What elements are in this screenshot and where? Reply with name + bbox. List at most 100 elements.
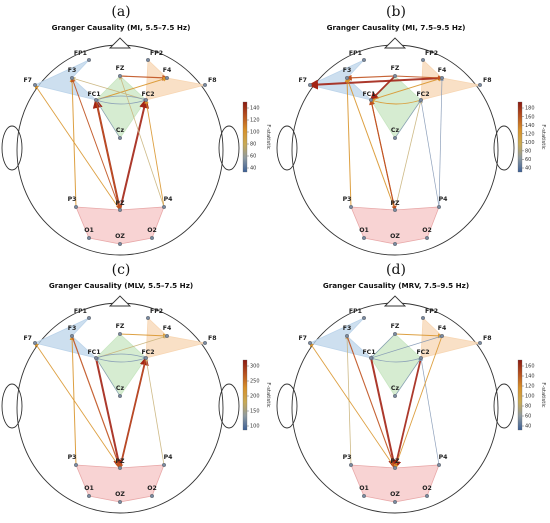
electrode-label-p4: P4 [164, 454, 174, 461]
electrode-f7 [308, 340, 313, 345]
colorbar-tick-label: 250 [250, 379, 260, 385]
edge-FC2-to-FC1 [370, 98, 422, 105]
electrode-fz [117, 73, 122, 78]
colorbar-tick-label: 40 [525, 424, 531, 430]
region-right-frontal [420, 59, 481, 101]
colorbar-tick-label: 60 [525, 157, 531, 163]
edge-F3-to-PZ [346, 335, 397, 470]
electrode-pz [392, 207, 397, 212]
electrode-o2 [424, 235, 429, 240]
colorbar-tick-label: 160 [525, 364, 535, 370]
colorbar-tick-label: 140 [250, 106, 260, 112]
panel-d: (d)Granger Causality (MRV, 7.5–9.5 Hz)FP… [276, 262, 546, 514]
electrode-fp2 [420, 58, 425, 63]
edge-FC2-to-FC1 [95, 99, 147, 105]
electrode-fp2 [145, 58, 150, 63]
electrode-fz [392, 73, 397, 78]
edge-P4-to-F4 [438, 77, 444, 208]
electrode-fc2 [418, 97, 423, 102]
electrode-label-cz: Cz [391, 127, 400, 134]
left-ear [276, 125, 298, 171]
edge-F4-to-F7 [308, 77, 443, 90]
electrode-p4 [436, 204, 441, 209]
colorbar [517, 359, 523, 431]
edge-FC2-to-FC1 [95, 357, 147, 363]
electrode-label-o2: O2 [147, 227, 157, 234]
electrode-oz [117, 241, 122, 246]
edge-FZ-to-F4 [394, 75, 443, 81]
electrode-pz [392, 465, 397, 470]
electrode-p4 [161, 204, 166, 209]
electrode-p4 [436, 462, 441, 467]
edge-FC1-to-FC2 [95, 353, 147, 359]
edge-FC2-to-F3 [71, 76, 147, 101]
electrode-fp1 [86, 58, 91, 63]
region-right-frontal [420, 317, 481, 359]
electrode-p4 [161, 462, 166, 467]
panel-b: (b)Granger Causality (MI, 7.5–9.5 Hz)FP1… [276, 4, 546, 256]
edge-Cz-to-FC2 [394, 357, 422, 397]
colorbar [517, 101, 523, 173]
electrode-fc1 [368, 355, 373, 360]
electrode-label-f7: F7 [298, 77, 307, 84]
electrode-oz [392, 241, 397, 246]
edge-PZ-to-FC2 [394, 99, 423, 211]
electrode-label-fc2: FC2 [141, 349, 154, 356]
colorbar-tick-label: 160 [525, 114, 535, 120]
colorbar-tick-label: 80 [250, 142, 256, 148]
electrode-label-o1: O1 [84, 227, 94, 234]
electrode-label-f3: F3 [68, 67, 77, 74]
colorbar-tick-label: 80 [525, 404, 531, 410]
electrode-label-cz: Cz [116, 385, 125, 392]
edge-FZ-to-F3 [345, 74, 396, 81]
panel-letter: (c) [112, 262, 131, 278]
electrode-label-p4: P4 [439, 454, 449, 461]
electrode-cz [392, 393, 397, 398]
electrode-f4 [439, 75, 444, 80]
electrode-fc1 [93, 355, 98, 360]
edge-P4-to-FC2 [144, 99, 165, 208]
colorbar-tick-label: 100 [525, 140, 535, 146]
electrode-label-pz: PZ [115, 458, 125, 465]
electrode-cz [117, 393, 122, 398]
edge-F3-to-PZ [71, 335, 122, 470]
edge-FC1-to-PZ [370, 99, 397, 211]
edge-FC2-to-PZ [392, 357, 422, 470]
electrode-pz [117, 465, 122, 470]
electrode-f3 [69, 333, 74, 338]
colorbar-tick-label: 300 [250, 364, 260, 370]
edge-Cz-to-FC2 [394, 99, 422, 139]
colorbar-tick-label: 40 [525, 166, 531, 172]
electrode-label-oz: OZ [115, 491, 125, 498]
electrode-oz [117, 499, 122, 504]
left-ear [276, 383, 298, 429]
edge-PZ-to-F7 [34, 342, 121, 469]
electrode-label-fp1: FP1 [74, 308, 87, 315]
region-right-frontal [145, 317, 206, 359]
panel-a: (a)Granger Causality (MI, 5.5–7.5 Hz)FP1… [1, 4, 271, 256]
edge-Cz-to-FC1 [95, 99, 121, 139]
right-ear [493, 125, 515, 171]
electrode-label-cz: Cz [116, 127, 125, 134]
electrode-fp2 [420, 316, 425, 321]
edge-FC2-to-PZ [118, 357, 147, 469]
electrode-o2 [149, 235, 154, 240]
edge-FC2-to-FC1 [370, 357, 422, 363]
electrode-label-p4: P4 [164, 196, 174, 203]
electrode-label-f3: F3 [343, 67, 352, 74]
edge-FZ-to-FC1 [370, 333, 396, 359]
edge-PZ-to-F7 [309, 342, 396, 469]
electrode-label-o2: O2 [422, 485, 432, 492]
electrode-label-fc2: FC2 [141, 91, 154, 98]
electrode-fc2 [143, 97, 148, 102]
colorbar-label: F-statistic [265, 382, 271, 407]
panel-letter: (b) [386, 4, 406, 20]
electrode-fc2 [418, 355, 423, 360]
edge-FZ-to-F4 [119, 74, 169, 81]
electrode-fp2 [145, 316, 150, 321]
colorbar-tick-label: 80 [525, 149, 531, 155]
electrode-label-oz: OZ [115, 233, 125, 240]
panel-letter: (a) [111, 4, 130, 20]
region-right-frontal [145, 59, 206, 101]
